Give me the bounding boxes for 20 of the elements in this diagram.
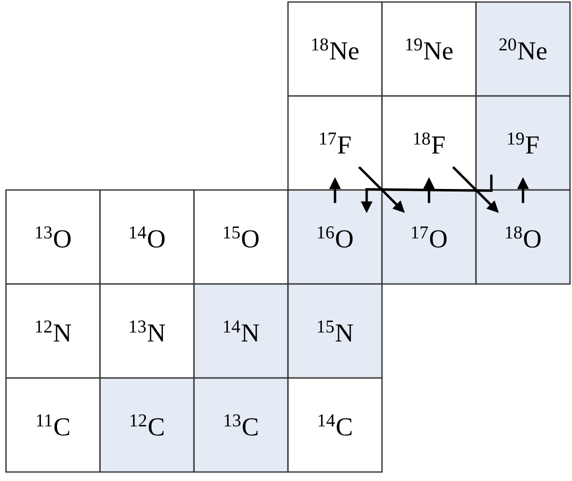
nuclide-cell: $^{14}$N — [193, 283, 289, 379]
nuclide-cell: $^{17}$O — [381, 189, 477, 285]
nuclide-cell: $^{13}$N — [99, 283, 195, 379]
nuclide-cell: $^{13}$O — [5, 189, 101, 285]
nuclide-cell: $^{19}$F — [475, 95, 571, 191]
nuclide-cell: $^{14}$O — [99, 189, 195, 285]
nuclide-cell: $^{11}$C — [5, 377, 101, 473]
nuclide-cell: $^{18}$Ne — [287, 1, 383, 97]
nuclide-cell: $^{18}$F — [381, 95, 477, 191]
nuclide-cell: $^{12}$C — [99, 377, 195, 473]
nuclide-cell: $^{17}$F — [287, 95, 383, 191]
nuclide-cell: $^{12}$N — [5, 283, 101, 379]
nuclide-cell: $^{20}$Ne — [475, 1, 571, 97]
nuclide-cell: $^{19}$Ne — [381, 1, 477, 97]
nuclide-cell: $^{15}$N — [287, 283, 383, 379]
nuclide-cell: $^{13}$C — [193, 377, 289, 473]
nuclide-cell: $^{16}$O — [287, 189, 383, 285]
nuclide-cell: $^{14}$C — [287, 377, 383, 473]
nuclide-cell: $^{15}$O — [193, 189, 289, 285]
nuclide-cell: $^{18}$O — [475, 189, 571, 285]
